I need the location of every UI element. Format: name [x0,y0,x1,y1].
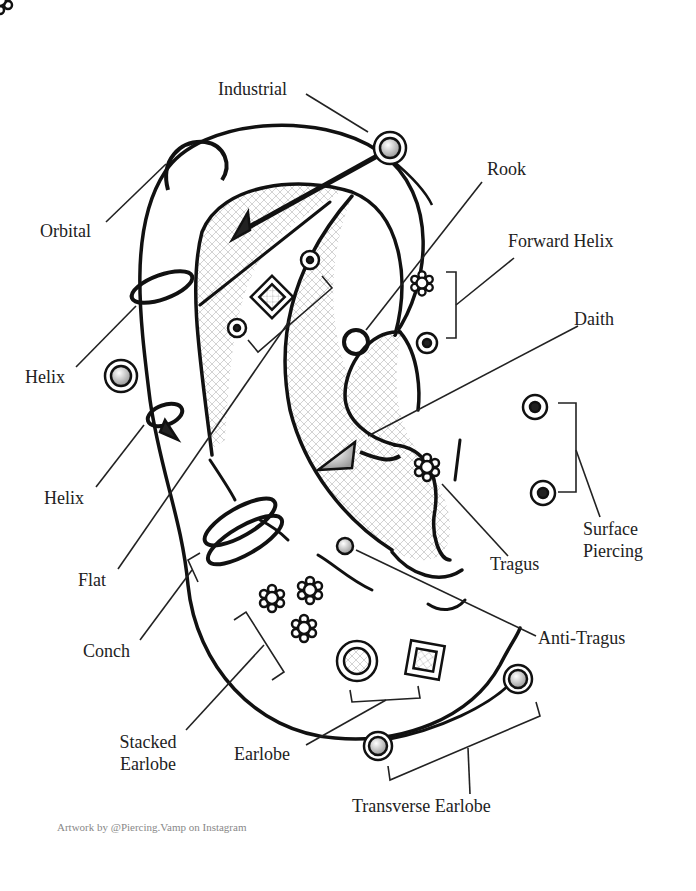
credit-note: Artwork by @Piercing.Vamp on Instagram [57,820,246,834]
part-label: Stacked Earlobe [108,731,188,775]
part-label: Earlobe [234,743,290,765]
part-label: Anti-Tragus [538,627,625,649]
part-label: Helix [25,366,65,388]
part-label: Conch [83,640,130,662]
part-label: Transverse Earlobe [352,795,491,817]
part-label: Forward Helix [508,230,613,252]
part-label: Industrial [218,78,287,100]
part-label: Daith [574,308,614,330]
part-label: Helix [44,487,84,509]
part-label: Flat [78,569,106,591]
part-label: Rook [487,158,526,180]
part-label: Surface Piercing [583,518,667,562]
part-label: Orbital [40,220,91,242]
part-label: Tragus [490,553,539,575]
